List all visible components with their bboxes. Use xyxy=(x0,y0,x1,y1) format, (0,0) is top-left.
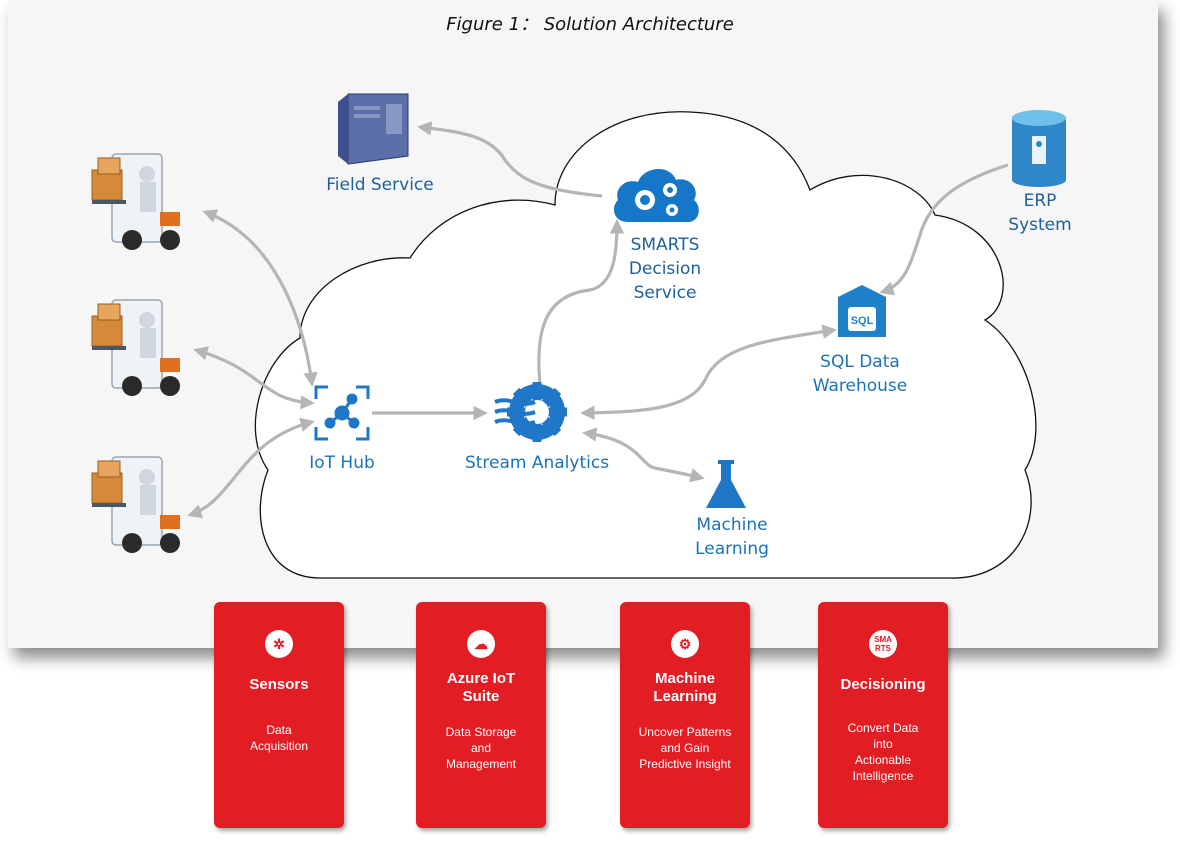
iot-hub-label: IoT Hub xyxy=(309,453,375,473)
card-azure-iot-suite: ☁ Azure IoT Suite Data Storage and Manag… xyxy=(416,602,546,828)
card-desc-line: and Gain xyxy=(660,741,710,755)
card-desc-line: Acquisition xyxy=(249,739,309,753)
erp-label-line: System xyxy=(1008,215,1072,235)
smarts-label-line: Service xyxy=(633,283,697,303)
card-desc-line: Predictive Insight xyxy=(639,757,731,771)
card-title-line: Azure IoT xyxy=(446,670,516,687)
forklift-icon xyxy=(91,299,180,396)
figure-caption: Figure 1： Solution Architecture xyxy=(446,14,734,35)
forklift-icon xyxy=(91,153,180,250)
card-desc-line: Convert Data xyxy=(847,721,919,735)
card-sensors: ✲ Sensors Data Acquisition xyxy=(214,602,344,828)
sql-label-line: Warehouse xyxy=(812,376,908,396)
sql-badge: SQL xyxy=(851,315,874,327)
card-desc-line: into xyxy=(873,737,893,751)
stream-analytics-label: Stream Analytics xyxy=(464,453,610,473)
card-desc-line: Actionable xyxy=(854,753,912,767)
card-title-line: Machine xyxy=(654,670,715,687)
field-service-label: Field Service xyxy=(326,175,434,195)
card-title: Machine Learning xyxy=(624,670,746,706)
iot-hub-icon xyxy=(314,385,370,441)
card-machine-learning: ⚙ Machine Learning Uncover Patterns and … xyxy=(620,602,750,828)
sql-warehouse-icon: SQL xyxy=(838,285,886,337)
smarts-label-line: SMARTS xyxy=(630,235,700,255)
arrow-stream-smarts xyxy=(537,219,625,385)
smarts-logo-text: RTS xyxy=(875,644,891,653)
cloud-gears-icon xyxy=(613,168,699,222)
card-description: Convert Data into Actionable Intelligenc… xyxy=(824,720,942,784)
smarts-logo-text: SMA xyxy=(874,635,892,644)
arrow-forklift3-iothub xyxy=(187,417,315,519)
forklift-icon xyxy=(91,456,180,553)
sql-warehouse-label: SQL Data Warehouse xyxy=(790,350,930,398)
arrow-sql-stream xyxy=(580,324,837,420)
card-title: Sensors xyxy=(218,676,340,694)
arrow-forklift2-iothub xyxy=(193,346,315,410)
flask-icon xyxy=(706,460,746,508)
smarts-label: SMARTS Decision Service xyxy=(600,233,730,305)
card-description: Uncover Patterns and Gain Predictive Ins… xyxy=(626,724,744,772)
card-title: Azure IoT Suite xyxy=(420,670,542,706)
database-icon xyxy=(1012,110,1066,187)
machine-learning-label: Machine Learning xyxy=(672,513,792,561)
card-title-line: Decisioning xyxy=(840,676,926,693)
card-desc-line: and xyxy=(470,741,492,755)
smarts-logo-icon: SMA RTS xyxy=(869,630,897,658)
card-desc-line: Intelligence xyxy=(852,769,914,783)
arrow-stream-ml xyxy=(582,427,705,483)
card-title-line: Learning xyxy=(653,688,717,705)
card-decisioning: SMA RTS Decisioning Convert Data into Ac… xyxy=(818,602,948,828)
brain-gear-icon: ⚙ xyxy=(671,630,699,658)
sensor-network-icon: ✲ xyxy=(265,630,293,658)
connections xyxy=(187,121,1009,519)
card-desc-line: Uncover Patterns xyxy=(638,725,732,739)
erp-label: ERP System xyxy=(990,189,1090,237)
server-icon xyxy=(338,93,409,165)
smarts-label-line: Decision xyxy=(628,259,702,279)
card-desc-line: Data xyxy=(266,723,292,737)
erp-label-line: ERP xyxy=(1023,191,1057,211)
card-description: Data Acquisition xyxy=(220,722,338,754)
card-desc-line: Data Storage xyxy=(445,725,517,739)
card-title: Decisioning xyxy=(822,676,944,694)
arrow-erp-sql xyxy=(879,163,1009,296)
ml-label-line: Machine xyxy=(696,515,768,535)
card-description: Data Storage and Management xyxy=(422,724,540,772)
architecture-diagram: SQL xyxy=(91,93,1066,579)
arrow-smarts-field xyxy=(417,121,603,198)
stream-analytics-icon xyxy=(494,382,567,442)
database-cloud-icon: ☁ xyxy=(467,630,495,658)
sql-label-line: SQL Data xyxy=(820,352,900,372)
card-desc-line: Management xyxy=(445,757,517,771)
ml-label-line: Learning xyxy=(695,539,769,559)
card-title-line: Suite xyxy=(462,688,500,705)
card-title-line: Sensors xyxy=(249,676,309,693)
